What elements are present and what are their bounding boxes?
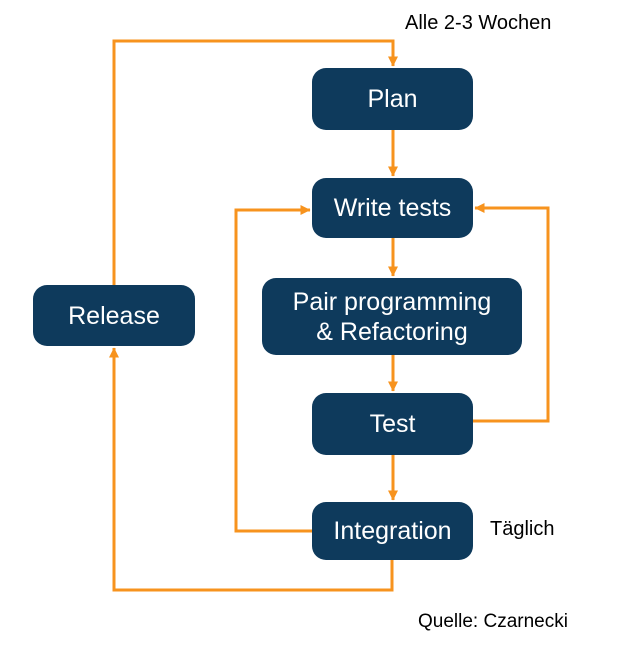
daily-annotation: Täglich bbox=[490, 518, 555, 540]
edge-test-to-write-tests bbox=[473, 203, 550, 423]
node-write-tests-label: Write tests bbox=[333, 194, 452, 222]
node-write-tests: Write tests bbox=[312, 178, 473, 238]
node-plan: Plan bbox=[312, 68, 473, 130]
node-pair-programming-label: Pair programming & Refactoring bbox=[292, 287, 492, 346]
node-integration-label: Integration bbox=[333, 517, 452, 545]
edge-integration-to-write-tests bbox=[234, 205, 312, 533]
cycle-annotation: Alle 2-3 Wochen bbox=[405, 12, 552, 34]
node-test: Test bbox=[312, 393, 473, 455]
node-release-label: Release bbox=[68, 301, 160, 330]
edge-release-to-plan bbox=[112, 39, 398, 285]
node-test-label: Test bbox=[369, 410, 416, 438]
edge-integration-to-release bbox=[109, 347, 394, 592]
node-release: Release bbox=[33, 285, 195, 346]
node-pair-programming: Pair programming & Refactoring bbox=[262, 278, 522, 355]
node-plan-label: Plan bbox=[367, 85, 418, 113]
source-annotation: Quelle: Czarnecki bbox=[418, 611, 568, 632]
node-integration: Integration bbox=[312, 502, 473, 560]
